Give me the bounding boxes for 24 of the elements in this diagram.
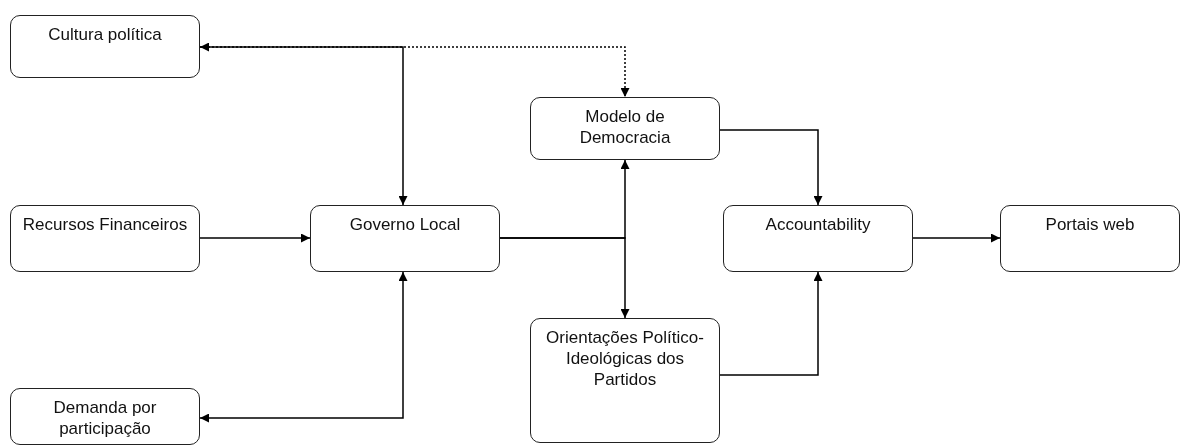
process-box <box>1000 205 1180 272</box>
process-box <box>530 97 720 160</box>
box-label: Modelo de Democracia <box>578 106 672 148</box>
box-label: Governo Local <box>348 214 462 235</box>
arrow <box>199 46 630 98</box>
process-box <box>10 388 200 445</box>
arrow <box>199 42 408 206</box>
arrow <box>199 271 408 423</box>
box-label: Demanda por participação <box>52 397 158 439</box>
process-box <box>10 15 200 78</box>
process-box <box>530 318 720 443</box>
box-label: Accountability <box>764 214 872 235</box>
box-label: Portais web <box>1044 214 1136 235</box>
process-box <box>723 205 913 272</box>
box-label: Orientações Político-Ideológicas dos Partidos <box>545 327 705 390</box>
box-label: Cultura política <box>47 24 163 45</box>
arrow <box>499 237 630 319</box>
arrow <box>912 233 1001 243</box>
box-label: Recursos Financeiros <box>21 214 189 235</box>
arrow <box>199 233 311 243</box>
process-box <box>310 205 500 272</box>
arrow <box>719 129 823 206</box>
process-box <box>10 205 200 272</box>
arrow <box>719 271 823 376</box>
